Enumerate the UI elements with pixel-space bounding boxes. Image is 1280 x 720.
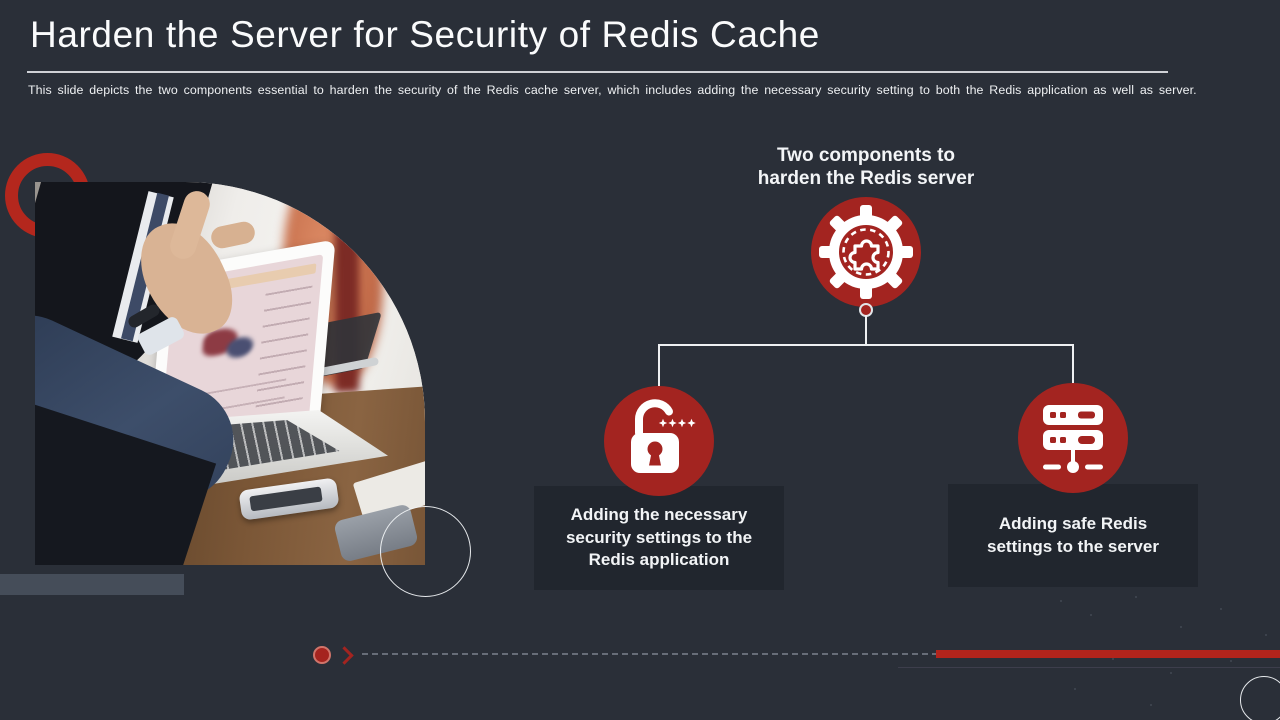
slide-subtitle: This slide depicts the two components es…	[28, 83, 1197, 97]
diagram-heading-line1: Two components to	[776, 145, 956, 166]
page-title: Harden the Server for Security of Redis …	[30, 14, 820, 55]
server-node	[1018, 383, 1128, 493]
gear-puzzle-icon	[819, 205, 913, 299]
timeline-faint-line	[898, 667, 1280, 668]
diagram-heading-line2: harden the Redis server	[757, 168, 975, 190]
title-underline	[27, 71, 1168, 73]
circle-outline-decoration	[380, 506, 471, 597]
connector-line-vertical-root	[865, 315, 867, 345]
gray-bar-decoration	[0, 574, 184, 595]
timeline-dot	[313, 646, 331, 664]
connector-line-vertical-left	[658, 344, 660, 388]
application-node	[604, 386, 714, 496]
corner-circle-decoration	[1240, 676, 1280, 720]
connector-line-vertical-right	[1072, 344, 1074, 385]
server-rack-icon	[1043, 405, 1103, 473]
chevron-right-icon	[335, 646, 354, 665]
timeline-dashed-line	[362, 653, 936, 655]
businessman-laptop-photo	[35, 182, 425, 565]
photo-smartphone-screen	[249, 486, 323, 512]
diagram-heading: Two components to harden the Redis serve…	[716, 144, 1016, 190]
connector-line-horizontal	[658, 344, 1073, 346]
padlock-password-icon	[631, 399, 696, 473]
root-node	[811, 197, 921, 307]
branch-label-server: Adding safe Redis settings to the server	[948, 484, 1198, 587]
network-dots-decoration	[1060, 600, 1062, 602]
branch-label-application: Adding the necessary security settings t…	[534, 486, 784, 590]
timeline-red-bar	[936, 650, 1280, 658]
